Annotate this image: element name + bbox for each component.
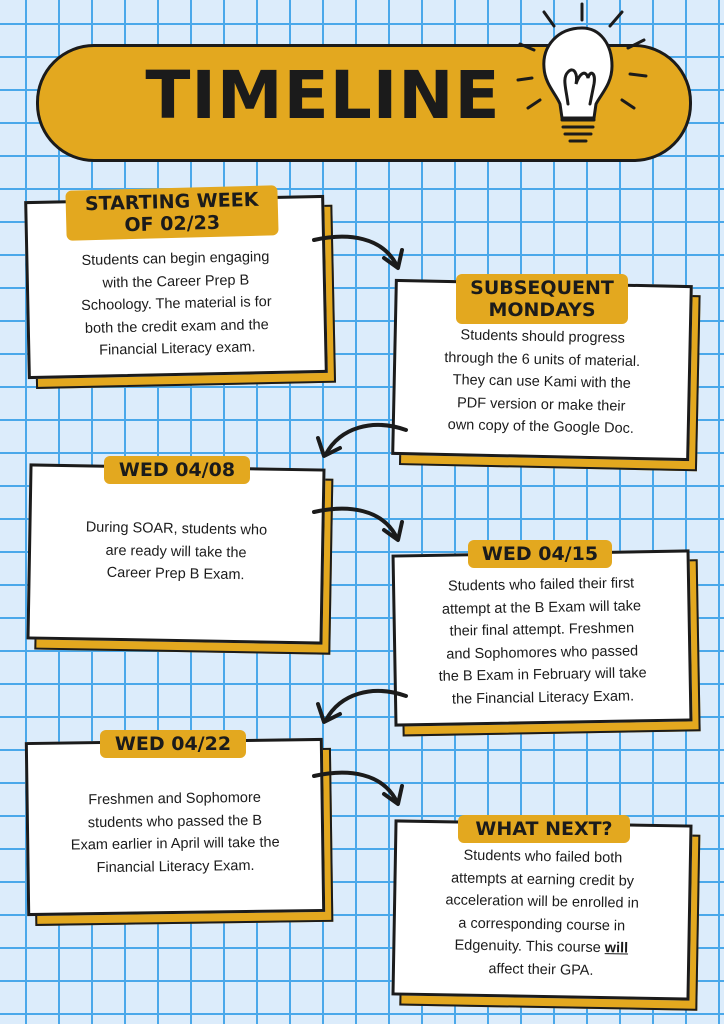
- card-text: Students who failed both attempts at ear…: [408, 844, 676, 984]
- timeline-card-6: Students who failed both attempts at ear…: [391, 819, 701, 1011]
- arrow-right-1: [312, 234, 404, 270]
- card-text: Students who failed their first attempt …: [438, 575, 647, 708]
- arrow-left-2: [316, 688, 408, 724]
- date-tag-4: WED 04/15: [468, 540, 612, 568]
- timeline-card-5: Freshmen and Sophomore students who pass…: [24, 737, 334, 926]
- date-tag-1: STARTING WEEK OF 02/23: [65, 185, 279, 241]
- date-tag-6: WHAT NEXT?: [458, 815, 630, 843]
- date-tag-2: SUBSEQUENT MONDAYS: [456, 274, 628, 324]
- lightbulb-icon: [516, 2, 648, 143]
- arrow-right-2: [312, 506, 404, 542]
- date-tag-5: WED 04/22: [100, 730, 246, 758]
- arrow-right-3: [312, 770, 404, 806]
- emphasis-word: will: [604, 940, 629, 957]
- page-title: TIMELINE: [145, 57, 501, 134]
- card-text: During SOAR, students who are ready will…: [85, 519, 268, 584]
- card-text: Students can begin engaging with the Car…: [80, 249, 272, 359]
- arrow-left-1: [316, 422, 408, 458]
- card-text: Students should progress through the 6 u…: [444, 327, 641, 437]
- card-text: Freshmen and Sophomore students who pass…: [70, 789, 280, 876]
- date-tag-3: WED 04/08: [104, 456, 250, 484]
- timeline-card-4: Students who failed their first attempt …: [391, 549, 701, 737]
- timeline-card-3: During SOAR, students who are ready will…: [26, 463, 334, 655]
